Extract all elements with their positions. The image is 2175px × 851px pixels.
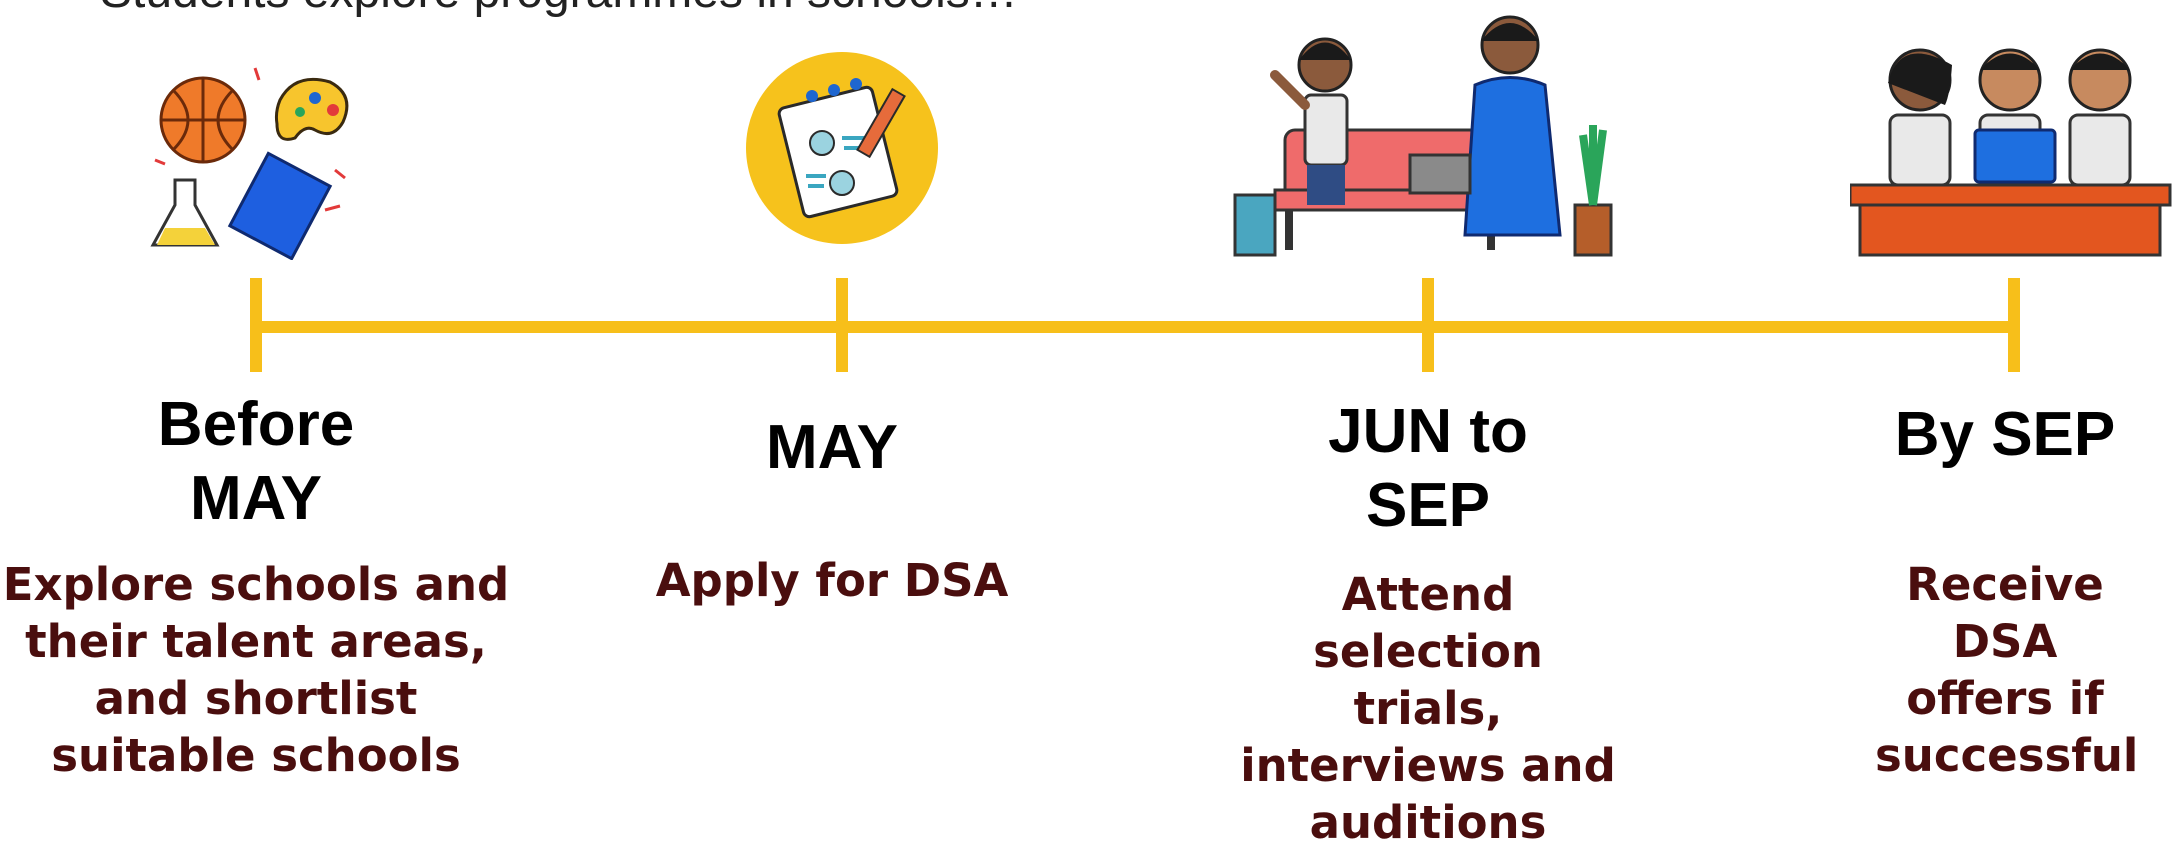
stage-title: By SEP — [1894, 400, 2116, 469]
stage-title: Before MAY — [157, 390, 355, 533]
notepad-application-icon — [746, 52, 938, 244]
timeline — [250, 278, 2020, 372]
stage-description: Attend selection trials, interviews and … — [1240, 568, 1616, 849]
school-subjects-icon — [150, 67, 349, 260]
stage-title: JUN to SEP — [1328, 397, 1528, 540]
stage-before-may: Before MAY Explore schools and their tal… — [0, 0, 536, 782]
stage-by-sep: By SEP Receive DSA offers if successful — [1725, 0, 2175, 782]
stage-title: MAY — [765, 413, 899, 482]
students-at-desk-icon — [1850, 48, 2172, 257]
stage-jun-to-sep: JUN to SEP Attend selection trials, inte… — [1148, 0, 1708, 849]
stage-may: MAY Apply for DSA — [552, 0, 1112, 774]
stage-description: Apply for DSA — [655, 554, 1009, 607]
intro-text: Students explore programmes in schools… — [100, 0, 1018, 19]
interview-scene-icon — [1233, 15, 1613, 257]
stage-description: Explore schools and their talent areas, … — [2, 558, 510, 782]
stage-description: Receive DSA offers if successful — [1875, 558, 2139, 782]
